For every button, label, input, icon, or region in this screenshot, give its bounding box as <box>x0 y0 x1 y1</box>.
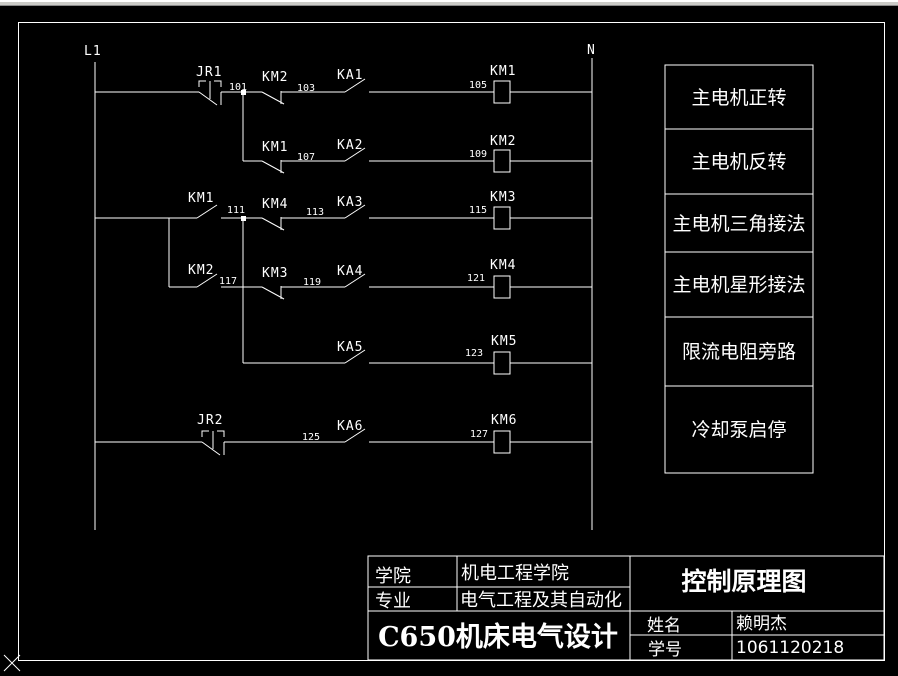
wire-number: 119 <box>303 277 321 288</box>
wire-number: 103 <box>297 83 315 94</box>
left-rail-label: L1 <box>84 44 102 59</box>
rung-1: JR1 101 KM2 103 KA1 105 KM1 <box>95 64 592 161</box>
wire-number: 127 <box>470 429 488 440</box>
coil-label: KM1 <box>490 64 516 79</box>
rung-5: KA5 123 KM5 <box>243 334 592 375</box>
no-contact-km2 <box>196 273 218 288</box>
function-table: 主电机正转 主电机反转 主电机三角接法 主电机星形接法 限流电阻旁路 冷却泵启停 <box>664 64 814 474</box>
thermal-contact-jr1 <box>198 80 222 106</box>
wire-number: 111 <box>227 205 245 216</box>
coil-km4 <box>493 275 511 299</box>
rung-4: KM2 117 KM3 119 KA4 121 KM4 <box>169 258 592 300</box>
coil-label: KM3 <box>490 190 516 205</box>
device-label: KM1 <box>262 140 288 155</box>
device-label: KA1 <box>337 68 363 83</box>
wire-number: 115 <box>469 205 487 216</box>
drawing-title: 控制原理图 <box>681 567 806 596</box>
device-label: KA5 <box>337 340 363 355</box>
device-label: KA4 <box>337 264 363 279</box>
major-value: 电气工程及其自动化 <box>460 590 622 611</box>
nc-contact-km2 <box>261 91 285 105</box>
coil-km6 <box>493 430 511 454</box>
name-value: 赖明杰 <box>736 614 787 634</box>
no-contact-ka6 <box>344 428 366 443</box>
coil-label: KM4 <box>490 258 516 273</box>
device-label: KA6 <box>337 419 363 434</box>
no-contact-ka2 <box>344 147 366 162</box>
wire-number: 117 <box>219 276 237 287</box>
coil-km1 <box>493 80 511 104</box>
rung-3: KM1 111 KM4 113 KA3 115 KM3 <box>95 190 592 363</box>
wire-number: 125 <box>302 432 320 443</box>
coil-label: KM5 <box>491 334 517 349</box>
function-row-label: 主电机正转 <box>691 87 786 109</box>
title-block-grid <box>368 556 884 660</box>
power-rails: L1 N <box>84 43 596 530</box>
title-block-border <box>367 555 885 661</box>
nc-contact-km1 <box>261 160 285 174</box>
window-titlebar-edge <box>0 0 898 6</box>
device-label: KM4 <box>262 197 288 212</box>
function-row-label: 主电机星形接法 <box>672 274 805 296</box>
wire-number: 109 <box>469 149 487 160</box>
coil-label: KM2 <box>490 134 516 149</box>
no-contact-km1 <box>196 204 218 219</box>
wire-number: 113 <box>306 207 324 218</box>
device-label: KM2 <box>188 263 214 278</box>
right-rail-label: N <box>587 43 596 58</box>
device-label: JR2 <box>197 413 223 428</box>
wire-number: 121 <box>467 273 485 284</box>
rung-6: JR2 125 KA6 127 KM6 <box>95 413 592 456</box>
crosshair-cursor <box>3 654 21 672</box>
device-label: KM2 <box>262 70 288 85</box>
no-contact-ka3 <box>344 204 366 219</box>
nc-contact-km3 <box>261 286 285 300</box>
device-label: KA2 <box>337 138 363 153</box>
project-title: C650机床电气设计 <box>378 621 618 653</box>
wire-number: 105 <box>469 80 487 91</box>
title-block: 学院 机电工程学院 专业 电气工程及其自动化 C650机床电气设计 控制原理图 … <box>367 555 885 661</box>
rung-2: KM1 107 KA2 109 KM2 <box>243 134 592 174</box>
coil-label: KM6 <box>491 413 517 428</box>
wire-number: 101 <box>229 82 247 93</box>
nc-contact-km4 <box>261 217 285 231</box>
id-value: 1061120218 <box>736 638 844 658</box>
function-table-grid <box>665 128 813 387</box>
major-label: 专业 <box>375 591 411 612</box>
device-label: KM3 <box>262 266 288 281</box>
thermal-contact-jr2 <box>201 430 225 456</box>
no-contact-ka4 <box>344 273 366 288</box>
no-contact-ka5 <box>344 349 366 364</box>
function-row-label: 冷却泵启停 <box>691 419 786 441</box>
wire-number: 107 <box>297 152 315 163</box>
device-label: KA3 <box>337 195 363 210</box>
college-label: 学院 <box>375 566 411 587</box>
coil-km2 <box>493 149 511 173</box>
college-value: 机电工程学院 <box>461 563 569 584</box>
wire-number: 123 <box>465 348 483 359</box>
function-row-label: 主电机三角接法 <box>672 213 805 235</box>
rail-lines <box>94 58 593 530</box>
function-row-label: 主电机反转 <box>691 151 786 173</box>
device-label: JR1 <box>196 65 222 80</box>
branch-wire <box>168 218 244 363</box>
coil-km3 <box>493 206 511 230</box>
function-table-border <box>664 64 814 474</box>
coil-km5 <box>493 351 511 375</box>
id-label: 学号 <box>648 640 682 660</box>
device-label: KM1 <box>188 191 214 206</box>
name-label: 姓名 <box>647 616 681 636</box>
function-row-label: 限流电阻旁路 <box>682 341 796 363</box>
no-contact-ka1 <box>344 78 366 93</box>
